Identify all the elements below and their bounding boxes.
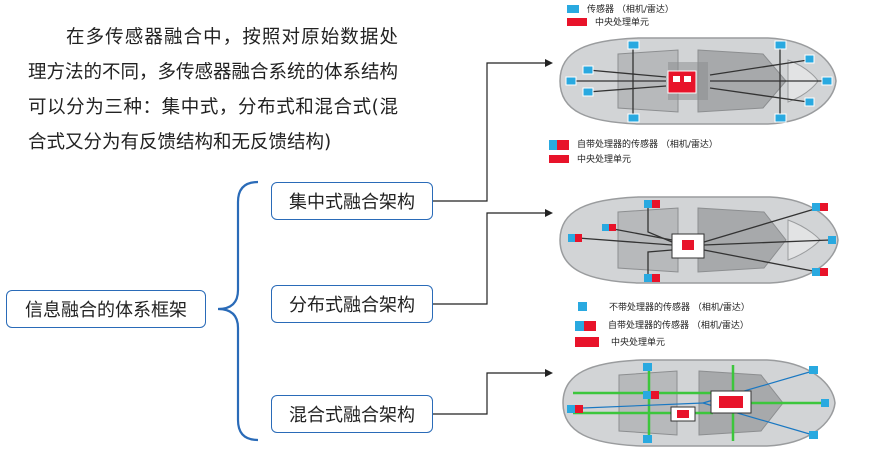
root-node: 信息融合的体系框架 [6,290,206,328]
legend-hybrid-central: 中央处理单元 [575,335,665,348]
car-centralized-diagram [559,37,837,125]
legend-hybrid-plain-sensor: 不带处理器的传感器 （相机/雷达） [578,300,750,313]
intro-paragraph: 在多传感器融合中，按照对原始数据处理方法的不同，多传感器融合系统的体系结构可以分… [28,27,399,153]
legend-hybrid-smart-sensor: 自带处理器的传感器 （相机/雷达） [575,318,749,331]
legend-centralized-sensor: 传感器 （相机/雷达） [567,2,674,15]
tree-bracket [217,180,259,442]
branch-centralized: 集中式融合架构 [271,182,433,220]
legend-distributed-central: 中央处理单元 [549,152,631,165]
legend-centralized-central: 中央处理单元 [567,15,649,28]
car-hybrid-diagram [562,359,836,447]
branch-hybrid: 混合式融合架构 [271,395,433,433]
arrow-centralized [433,62,545,202]
arrow-distributed [433,212,545,305]
legend-distributed-smart-sensor: 自带处理器的传感器 （相机/雷达） [549,137,718,150]
arrow-hybrid [433,372,545,415]
car-distributed-diagram [559,196,839,284]
central-swatch [567,17,587,26]
branch-distributed: 分布式融合架构 [271,285,433,323]
sensor-swatch [567,4,579,13]
